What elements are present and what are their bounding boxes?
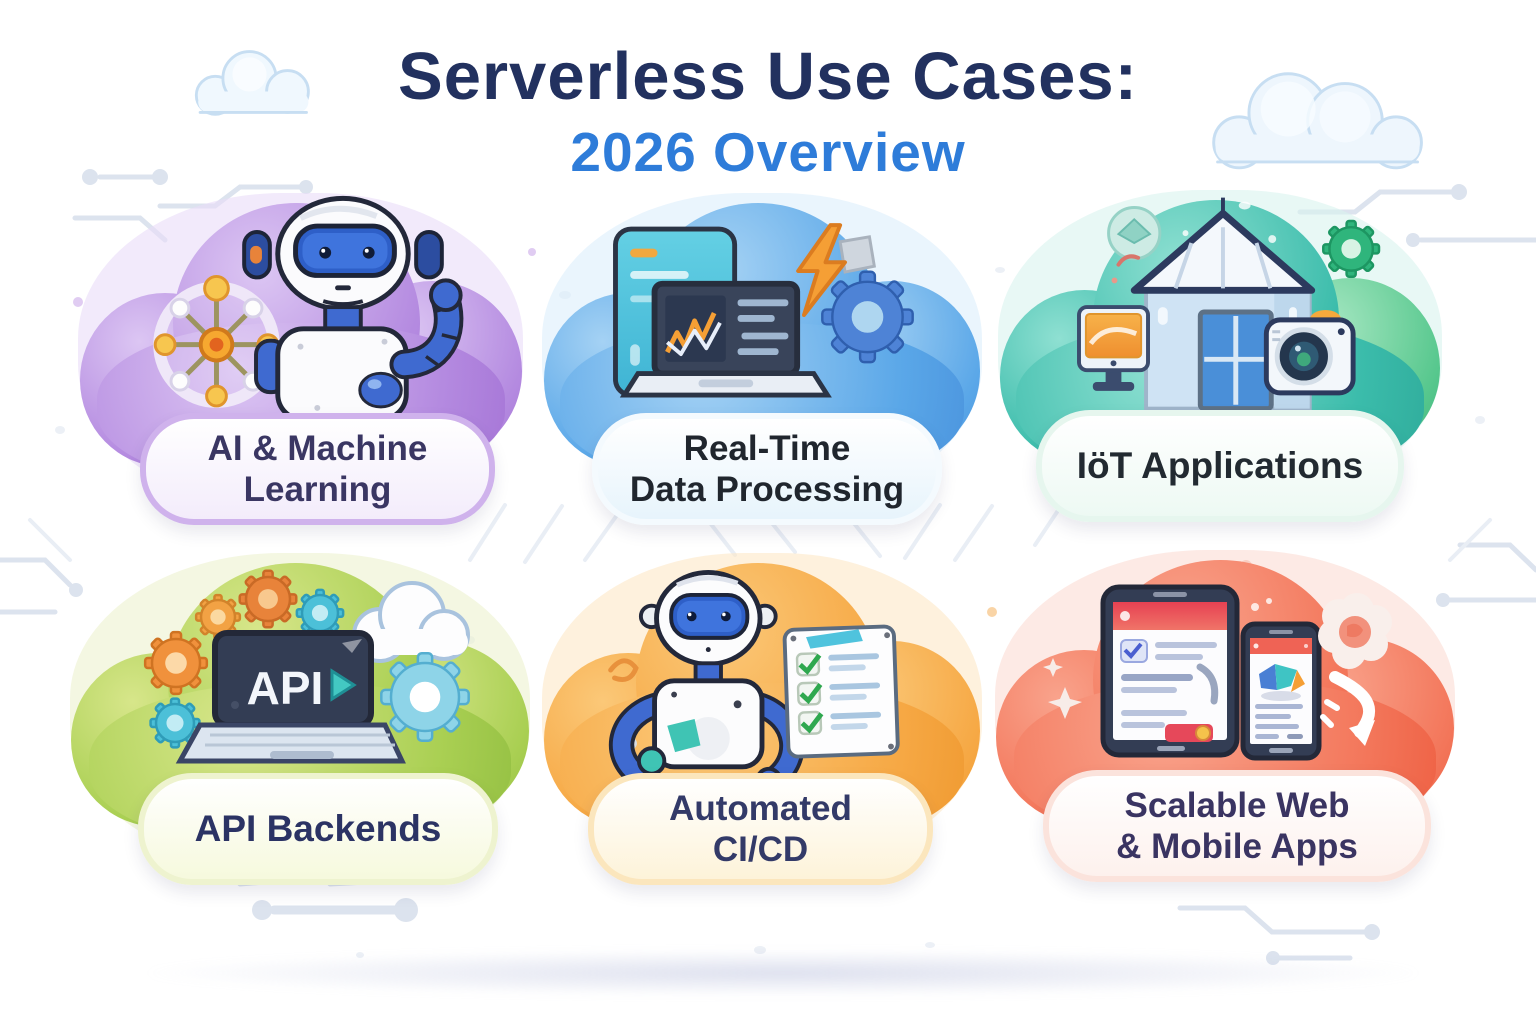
card-real-time-data-processing: Real-Time Data Processing bbox=[542, 193, 982, 525]
cloud-dots bbox=[1182, 201, 1277, 243]
data-processing-illustration bbox=[613, 223, 914, 398]
smartphone-icon bbox=[1240, 621, 1322, 761]
lightning-icon bbox=[796, 223, 877, 317]
label-pill-automated-ci-cd: Automated CI/CD bbox=[588, 773, 933, 885]
card-label-line: Automated bbox=[669, 788, 852, 828]
swoosh-arrow-icon bbox=[1320, 671, 1376, 746]
api-illustration: API bbox=[143, 569, 470, 764]
card-label-line: & Mobile Apps bbox=[1116, 827, 1358, 866]
card-iot-applications: IöT Applications bbox=[998, 190, 1442, 522]
gear-icon bbox=[295, 588, 345, 638]
card-label-line: Learning bbox=[243, 470, 392, 509]
floor-shadow bbox=[150, 950, 1416, 996]
cloud-icon bbox=[352, 581, 470, 663]
gear-icon bbox=[149, 697, 201, 749]
tablet-icon bbox=[1100, 584, 1240, 758]
card-label-line: Real-Time bbox=[683, 428, 851, 468]
flower-badge-icon bbox=[1318, 593, 1392, 669]
gear-icon bbox=[238, 569, 298, 629]
camera-icon bbox=[1263, 310, 1356, 396]
cicd-illustration bbox=[608, 570, 900, 795]
gear-icon bbox=[194, 593, 242, 641]
monitor-icon bbox=[1077, 305, 1150, 391]
cloud-icon bbox=[1212, 72, 1423, 170]
iot-illustration bbox=[1077, 197, 1381, 412]
robot-icon bbox=[242, 195, 464, 423]
laptop-chart-icon bbox=[619, 280, 832, 398]
gear-icon bbox=[1322, 219, 1381, 279]
gear-icon bbox=[143, 630, 209, 696]
card-label-line: Scalable Web bbox=[1124, 785, 1350, 825]
card-label-line: Data Processing bbox=[629, 470, 905, 509]
api-screen-text: API bbox=[247, 662, 324, 714]
card-label-line: IöT Applications bbox=[1076, 445, 1364, 487]
label-pill-real-time-data-processing: Real-Time Data Processing bbox=[592, 413, 942, 525]
ai-ml-illustration bbox=[153, 195, 464, 423]
badge-icon bbox=[1107, 205, 1162, 284]
label-pill-ai-machine-learning: AI & Machine Learning bbox=[140, 413, 495, 525]
label-pill-iot-applications: IöT Applications bbox=[1036, 410, 1404, 522]
label-pill-api-backends: API Backends bbox=[138, 773, 498, 885]
card-label-line: CI/CD bbox=[712, 830, 809, 869]
page-title: Serverless Use Cases: bbox=[398, 39, 1138, 114]
card-api-backends: API API Backends bbox=[70, 553, 530, 890]
sparkle-icon bbox=[1043, 598, 1272, 719]
card-automated-ci-cd: Automated CI/CD bbox=[542, 553, 982, 890]
checklist-icon bbox=[782, 624, 900, 759]
gear-icon bbox=[821, 270, 914, 364]
card-ai-machine-learning: AI & Machine Learning bbox=[78, 193, 523, 525]
page-subtitle: 2026 Overview bbox=[570, 121, 966, 183]
robot-icon bbox=[608, 570, 805, 795]
scribble-decoration bbox=[608, 658, 639, 682]
card-label-line: AI & Machine bbox=[207, 428, 428, 468]
cloud-icon bbox=[194, 50, 310, 116]
laptop-api-icon: API bbox=[175, 630, 406, 764]
card-scalable-web-mobile-apps: Scalable Web & Mobile Apps bbox=[995, 550, 1455, 892]
web-mobile-illustration bbox=[1043, 584, 1392, 761]
gear-icon bbox=[380, 652, 470, 742]
label-pill-scalable-web-mobile-apps: Scalable Web & Mobile Apps bbox=[1043, 770, 1431, 882]
card-label-line: API Backends bbox=[194, 808, 442, 850]
